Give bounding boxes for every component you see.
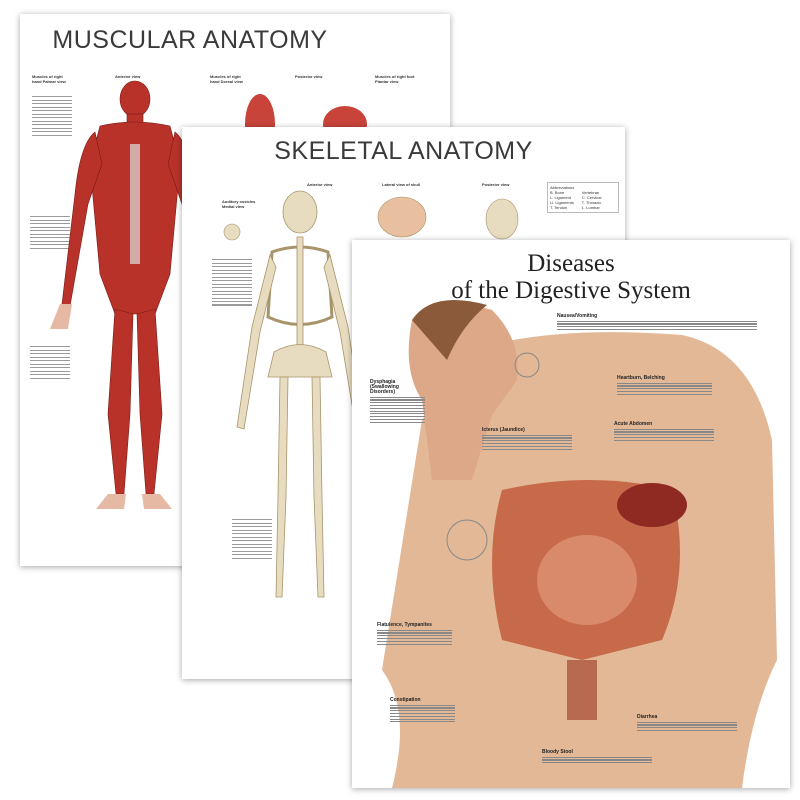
view-label: Auditory ossicles Medial view (222, 199, 256, 209)
view-label: Muscles of right hand Palmar view (32, 74, 66, 84)
abbr: T. Thoracic (581, 200, 602, 205)
section-bloody-stool: Bloody Stool (542, 750, 652, 765)
abbr: Vertebrae (581, 190, 600, 195)
section-diarrhea: Diarrhea (637, 715, 737, 733)
view-label: Muscles of right hand Dorsal view (210, 74, 243, 84)
section-nausea: Nausea/Vomiting (557, 314, 757, 332)
label-list (212, 257, 252, 308)
poster-title: MUSCULAR ANATOMY (52, 26, 328, 54)
section-flatulence: Flatulence, Tympanites (377, 623, 452, 646)
section-acute-abdomen: Acute Abdomen (614, 422, 714, 443)
label-list (30, 214, 70, 251)
section-dysphagia: Dysphagia (Swallowing Disorders) (370, 380, 425, 424)
view-label: Lateral view of skull (382, 182, 421, 187)
view-label: Muscles of right foot Plantar view (375, 74, 415, 84)
section-heartburn: Heartburn, Belching (617, 376, 712, 397)
title-line: of the Digestive System (451, 277, 691, 304)
section-icterus: Icterus (Jaundice) (482, 428, 572, 451)
abbr: L. Ligament (550, 195, 571, 200)
abbr: C. Cervical (581, 195, 602, 200)
view-label: Anterior view (307, 182, 333, 187)
label-list (232, 517, 272, 561)
abbr: B. Bone (550, 190, 565, 195)
torso-illustration (382, 300, 777, 788)
view-label: Posterior view (295, 74, 323, 79)
title-line: Diseases (527, 250, 615, 277)
digestive-diseases-poster: Diseases of the Digestive System Nausea/… (352, 240, 790, 788)
poster-title: SKELETAL ANATOMY (274, 137, 533, 165)
abbr: L. Lumbar (581, 205, 600, 210)
label-list (30, 344, 70, 381)
view-label: Posterior view (482, 182, 510, 187)
view-label: Anterior view (115, 74, 141, 79)
abbr: Ll. Ligaments (550, 200, 574, 205)
label-list (32, 94, 72, 138)
section-constipation: Constipation (390, 698, 455, 724)
abbr: T. Tendon (550, 205, 568, 210)
poster-title: Diseases of the Digestive System (352, 250, 790, 304)
abbreviations-title: Abbreviations (550, 185, 575, 190)
